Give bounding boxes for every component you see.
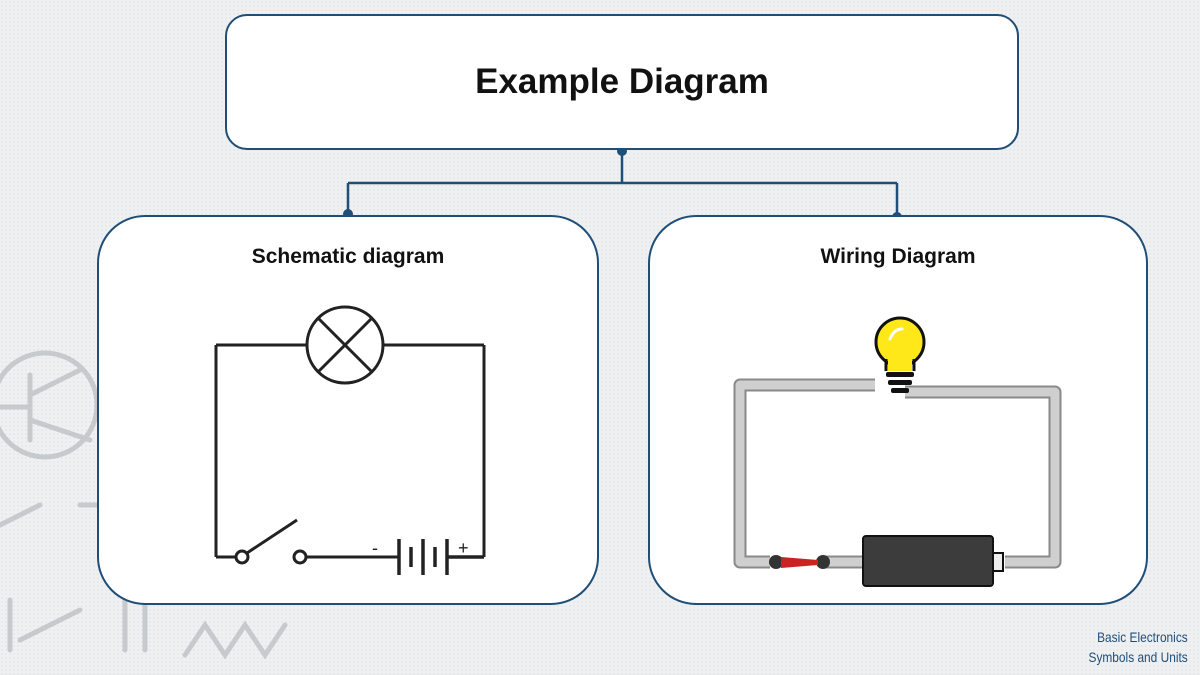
wiring-circuit — [733, 316, 1062, 587]
schematic-panel-title: Schematic diagram — [251, 245, 445, 268]
footer-caption: Basic Electronics Symbols and Units — [1071, 627, 1188, 667]
schematic-circuit: - + — [214, 305, 486, 575]
switch-symbol-icon — [216, 518, 399, 565]
footer-line-2: Symbols and Units — [1088, 649, 1188, 665]
diagram-title: Example Diagram — [475, 62, 769, 101]
battery-plus-label: + — [458, 538, 469, 558]
battery-icon — [862, 535, 1004, 587]
wiring-panel: Wiring Diagram — [648, 215, 1148, 605]
battery-symbol-icon — [397, 539, 484, 575]
title-box: Example Diagram — [225, 14, 1019, 150]
footer-line-1: Basic Electronics — [1097, 629, 1188, 645]
lamp-symbol-icon — [305, 305, 385, 385]
toggle-switch-icon — [769, 555, 830, 569]
light-bulb-icon — [874, 316, 926, 393]
battery-minus-label: - — [372, 538, 378, 558]
schematic-panel: Schematic diagram - — [97, 215, 599, 605]
wiring-panel-title: Wiring Diagram — [820, 245, 976, 268]
